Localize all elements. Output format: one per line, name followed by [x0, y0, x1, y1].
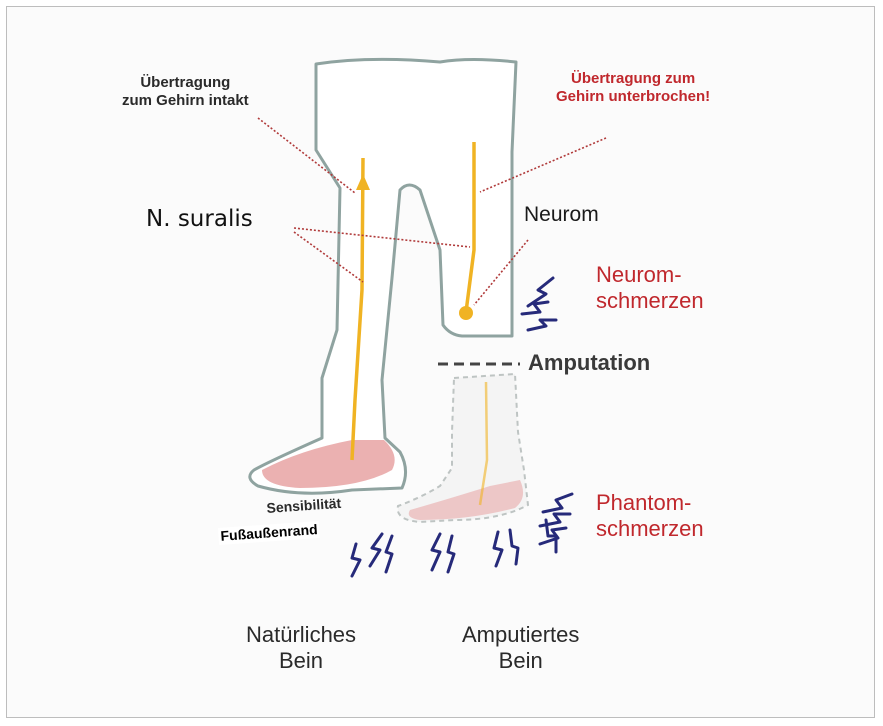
pain-bolt — [543, 494, 572, 512]
label-neuroma-pain: Neurom- schmerzen — [596, 262, 704, 314]
label-phantom-pain: Phantom- schmerzen — [596, 490, 704, 542]
label-natural-leg: Natürliches Bein — [246, 622, 356, 674]
neuroma-dot — [459, 306, 473, 320]
label-nerve: N. suralis — [146, 206, 253, 233]
label-amputation: Amputation — [528, 350, 650, 376]
pain-bolt — [370, 534, 382, 566]
label-neuroma: Neurom — [524, 203, 599, 228]
pain-bolt — [522, 302, 548, 314]
pain-bolt — [352, 544, 360, 576]
label-transmission-interrupted: Übertragung zum Gehirn unterbrochen! — [556, 70, 710, 105]
pain-bolt — [386, 536, 392, 572]
pain-bolt — [432, 534, 440, 570]
pain-bolt — [494, 532, 502, 566]
pain-bolt — [528, 320, 556, 330]
pain-bolt — [510, 530, 518, 564]
label-transmission-intact: Übertragung zum Gehirn intakt — [122, 74, 249, 109]
pain-bolt — [448, 536, 454, 572]
label-amputated-leg: Amputiertes Bein — [462, 622, 579, 674]
